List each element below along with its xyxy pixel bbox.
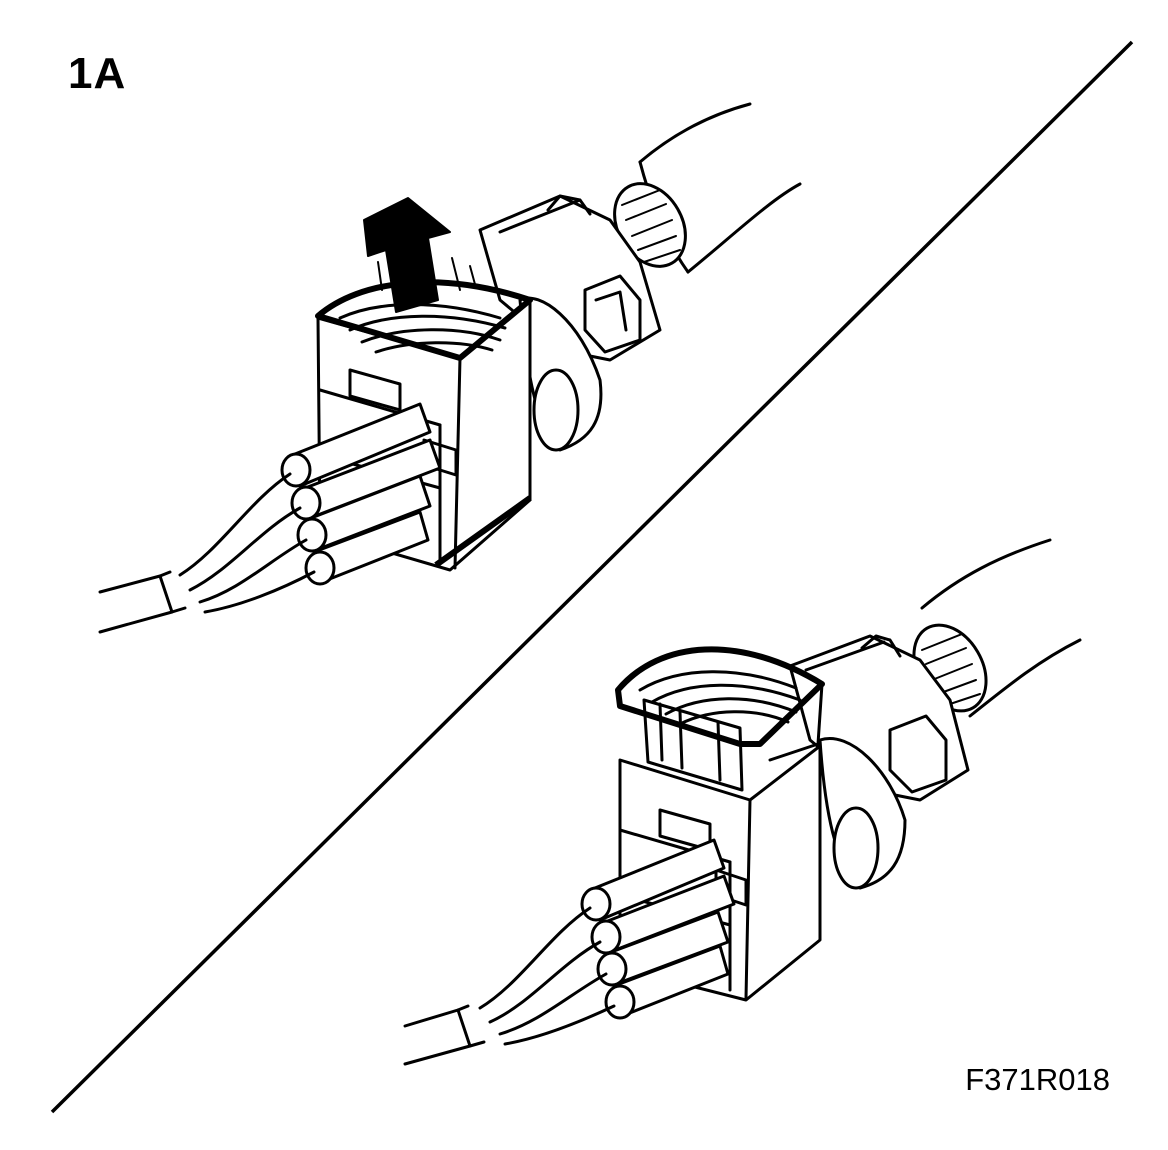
step-label: 1A bbox=[68, 49, 127, 98]
cable-boot-top bbox=[613, 182, 687, 268]
wire-bundle-top bbox=[98, 402, 442, 634]
mating-connector-bottom bbox=[788, 634, 970, 890]
main-cable-bottom bbox=[920, 538, 1082, 718]
wire-bundle-bottom bbox=[403, 838, 736, 1066]
connector-unlocked-view bbox=[403, 538, 1082, 1066]
divider-line bbox=[50, 40, 1134, 1114]
up-arrow-icon bbox=[363, 197, 477, 313]
connector-locked-view bbox=[98, 102, 802, 634]
figure-code: F371R018 bbox=[965, 1062, 1110, 1097]
